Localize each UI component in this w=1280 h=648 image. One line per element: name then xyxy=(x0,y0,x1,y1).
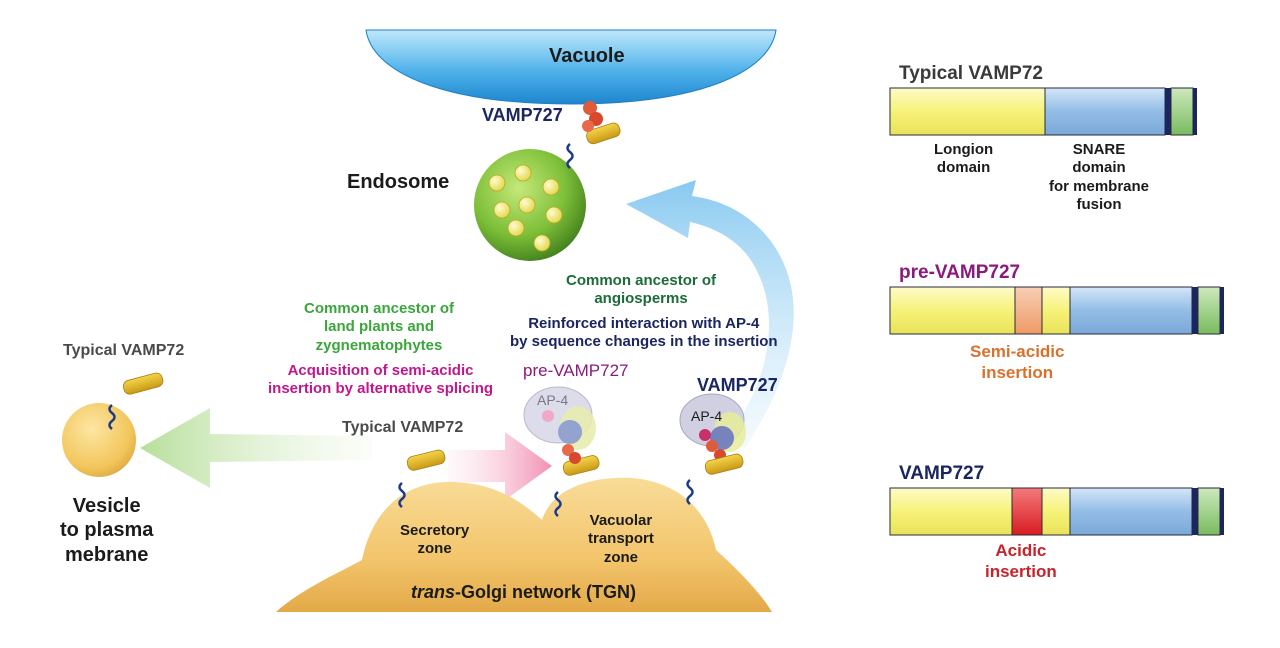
ancestor-land-plants-label: Common ancestor of land plants and zygne… xyxy=(304,300,455,354)
vamp727-domain-title: VAMP727 xyxy=(899,463,985,484)
domain-bar-typical-vamp72 xyxy=(889,87,1197,136)
pre-vamp727-ap4-complex xyxy=(523,386,600,517)
tgn-label: trans-Golgi network (TGN) xyxy=(411,582,636,604)
typical-vamp72-left-label: Typical VAMP72 xyxy=(63,342,185,359)
acquisition-label: Acquisition of semi-acidic insertion by … xyxy=(268,362,494,398)
reinforced-interaction-label: Reinforced interaction with AP-4 by sequ… xyxy=(510,315,778,351)
domain-bar-pre-vamp727 xyxy=(889,286,1224,335)
ap4-label-vamp727: AP-4 xyxy=(691,408,723,424)
ap4-label-pre: AP-4 xyxy=(537,392,569,408)
tgn-label-rest: -Golgi network (TGN) xyxy=(455,582,636,602)
vamp727-endosome-label: VAMP727 xyxy=(482,105,563,125)
tgn-shape xyxy=(276,477,772,612)
vamp727-right-label: VAMP727 xyxy=(697,375,778,395)
ancestor-angiosperms-label: Common ancestor of angiosperms xyxy=(566,272,717,308)
endosome-label: Endosome xyxy=(347,171,450,193)
longin-domain-label: Longion domain xyxy=(934,141,994,177)
arrow-to-vesicle xyxy=(140,408,372,488)
vacuole-shape xyxy=(365,29,777,105)
vacuole-label: Vacuole xyxy=(549,45,625,67)
vamp727-endosome-protein xyxy=(566,101,621,169)
snare-domain-label: SNARE domain for membrane fusion xyxy=(1049,141,1150,213)
typical-vamp72-center-label: Typical VAMP72 xyxy=(342,419,464,436)
typical-vamp72-domain-title: Typical VAMP72 xyxy=(899,63,1043,84)
domain-bar-vamp727 xyxy=(889,487,1224,536)
tgn-label-italic: trans xyxy=(411,582,456,602)
vacuolar-zone-label: Vacuolar transport zone xyxy=(588,512,654,566)
typical-vamp72-tgn-protein xyxy=(398,449,446,508)
secretory-zone-label: Secretory zone xyxy=(400,522,470,558)
endosome xyxy=(474,149,586,261)
vesicle-label: Vesicle to plasma mebrane xyxy=(60,495,154,566)
vesicle xyxy=(62,372,164,477)
vamp727-ap4-complex xyxy=(679,393,746,505)
arrow-tgn-to-endosome xyxy=(626,180,794,448)
semi-acidic-insertion-label: Semi-acidic insertion xyxy=(970,342,1065,382)
pre-vamp727-domain-title: pre-VAMP727 xyxy=(899,262,1021,283)
pre-vamp727-label: pre-VAMP727 xyxy=(523,361,629,380)
arrow-secretory-to-vacuolar xyxy=(448,432,552,500)
acidic-insertion-label: Acidic insertion xyxy=(985,541,1057,581)
